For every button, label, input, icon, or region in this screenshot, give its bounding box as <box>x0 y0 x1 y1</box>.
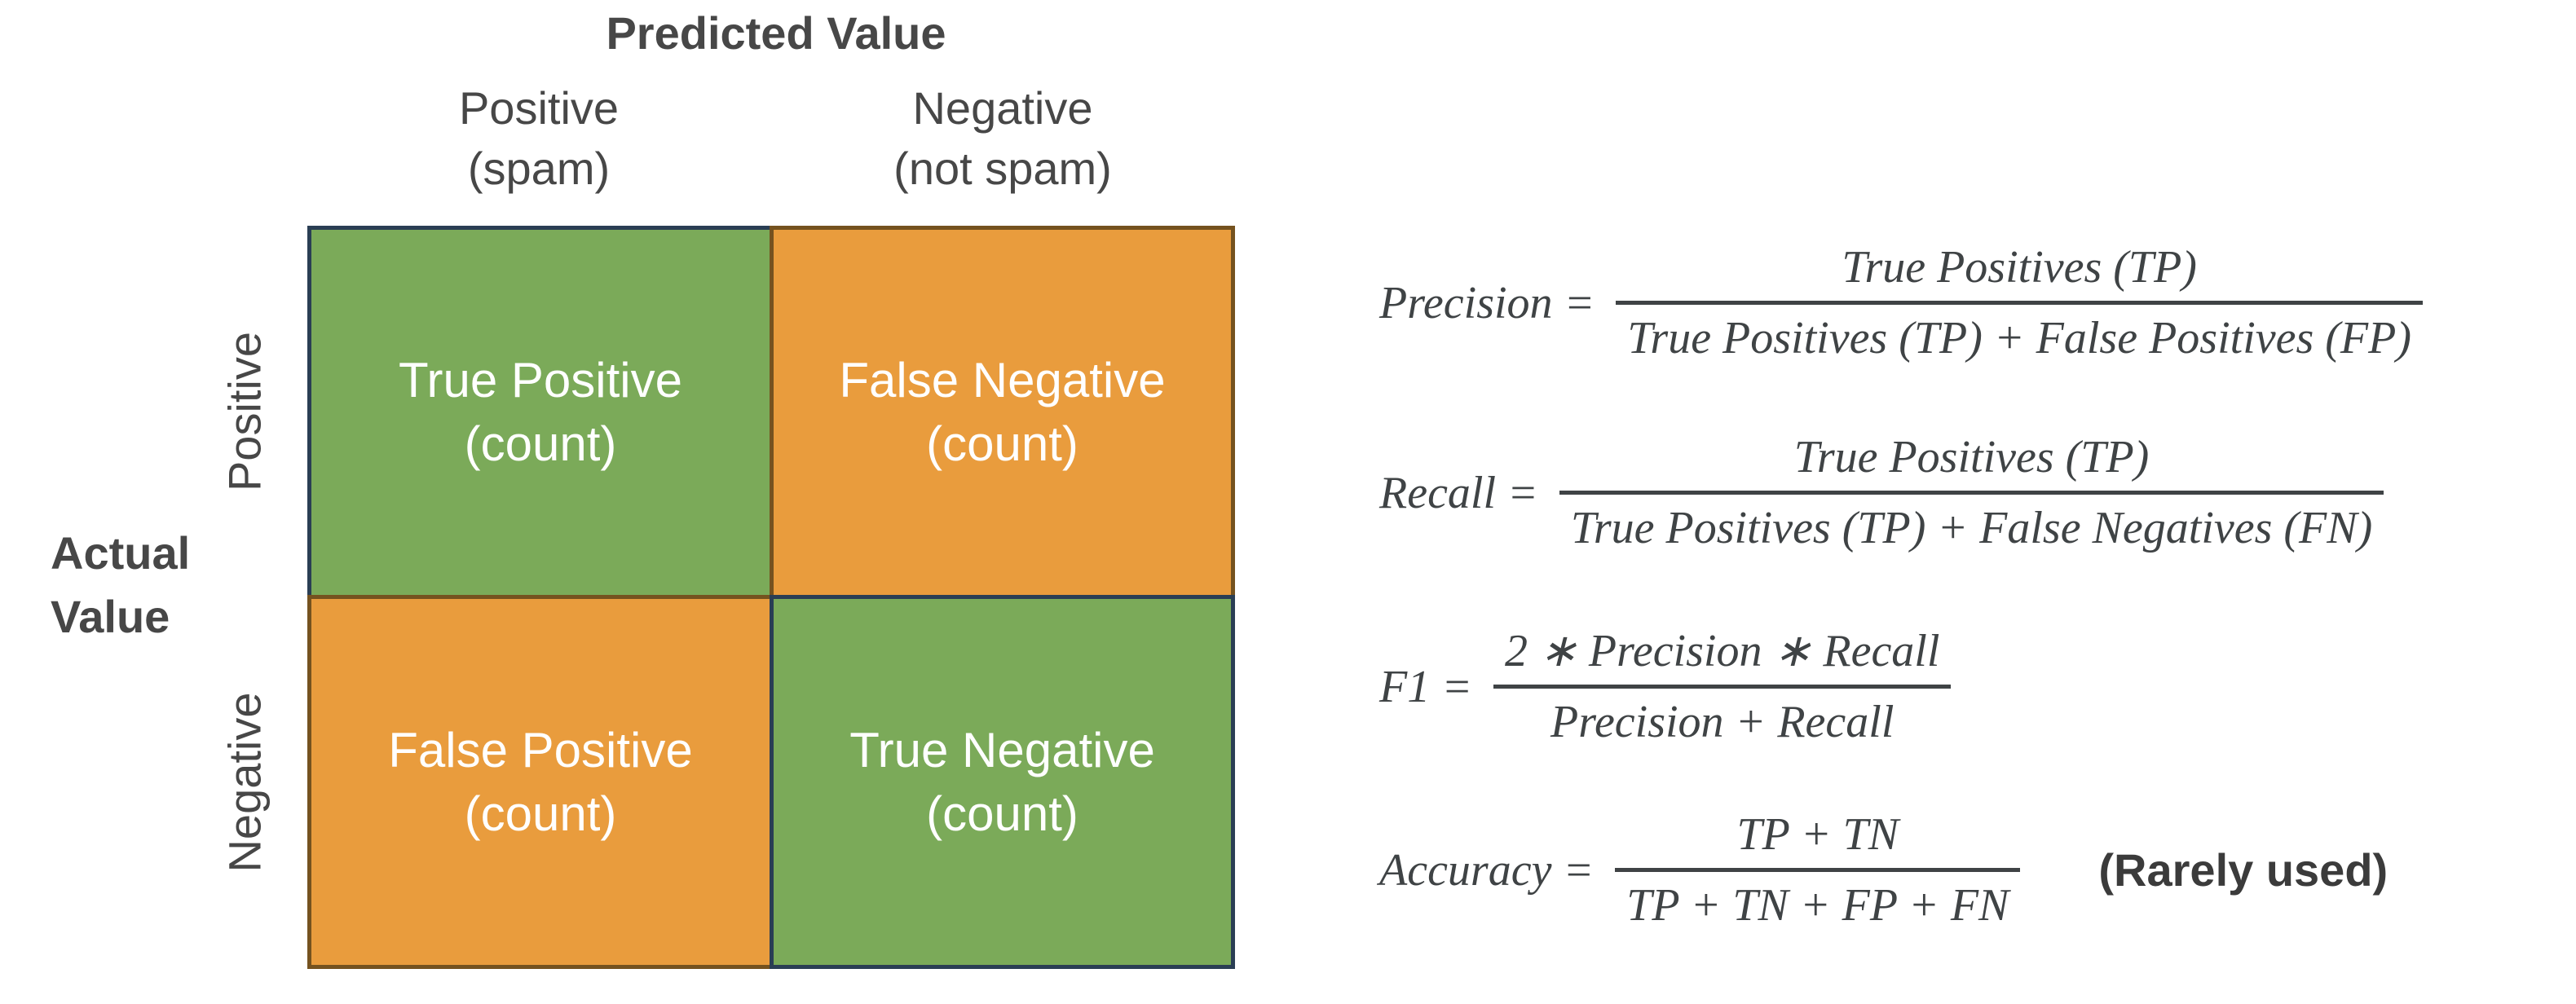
formula-accuracy: Accuracy = TP + TN TP + TN + FP + FN (Ra… <box>1379 809 2388 931</box>
formula-recall-numerator: True Positives (TP) <box>1559 432 2384 495</box>
cell-false-negative: False Negative (count) <box>770 226 1235 599</box>
confusion-matrix-grid: True Positive (count) False Negative (co… <box>307 226 1235 969</box>
formula-recall: Recall = True Positives (TP) True Positi… <box>1379 432 2384 553</box>
column-label-negative: Negative (not spam) <box>840 78 1166 199</box>
cell-false-negative-line2: (count) <box>926 416 1078 471</box>
actual-value-header: Actual Value <box>51 522 190 649</box>
formula-accuracy-label: Accuracy = <box>1379 844 1595 896</box>
cell-false-negative-line1: False Negative <box>839 353 1166 407</box>
formula-recall-label: Recall = <box>1379 467 1538 518</box>
formula-accuracy-denominator: TP + TN + FP + FN <box>1626 880 2009 931</box>
cell-true-positive-line1: True Positive <box>399 353 682 407</box>
formula-precision: Precision = True Positives (TP) True Pos… <box>1379 242 2423 363</box>
formula-f1-numerator: 2 ∗ Precision ∗ Recall <box>1493 626 1952 689</box>
actual-value-line1: Actual <box>51 527 191 579</box>
formula-f1-label: F1 = <box>1379 661 1472 712</box>
formula-f1-denominator: Precision + Recall <box>1550 697 1895 747</box>
formula-precision-numerator: True Positives (TP) <box>1616 242 2423 305</box>
cell-false-positive: False Positive (count) <box>307 595 774 969</box>
cell-true-negative-line2: (count) <box>926 786 1078 841</box>
column-label-positive-line2: (spam) <box>467 143 611 194</box>
column-label-positive: Positive (spam) <box>376 78 702 199</box>
cell-true-negative: True Negative (count) <box>770 595 1235 969</box>
column-label-positive-line1: Positive <box>458 82 620 134</box>
formula-precision-label: Precision = <box>1379 277 1595 328</box>
formula-precision-fraction: True Positives (TP) True Positives (TP) … <box>1616 242 2423 363</box>
formula-precision-denominator: True Positives (TP) + False Positives (F… <box>1627 313 2411 363</box>
column-label-negative-line2: (not spam) <box>893 143 1112 194</box>
formula-recall-fraction: True Positives (TP) True Positives (TP) … <box>1559 432 2384 553</box>
row-label-negative: Negative <box>218 692 271 873</box>
cell-false-positive-line1: False Positive <box>388 722 693 777</box>
formula-accuracy-fraction: TP + TN TP + TN + FP + FN <box>1615 809 2021 931</box>
formula-accuracy-note: (Rarely used) <box>2098 843 2389 896</box>
formula-accuracy-numerator: TP + TN <box>1615 809 2021 872</box>
cell-true-positive-line2: (count) <box>464 416 617 471</box>
predicted-value-header: Predicted Value <box>606 7 946 59</box>
cell-true-negative-line1: True Negative <box>849 722 1155 777</box>
formula-f1: F1 = 2 ∗ Precision ∗ Recall Precision + … <box>1379 626 1952 747</box>
column-label-negative-line1: Negative <box>912 82 1093 134</box>
row-label-positive: Positive <box>218 331 271 492</box>
cell-true-positive: True Positive (count) <box>307 226 774 599</box>
formula-f1-fraction: 2 ∗ Precision ∗ Recall Precision + Recal… <box>1493 626 1952 747</box>
actual-value-line2: Value <box>51 591 170 642</box>
formula-recall-denominator: True Positives (TP) + False Negatives (F… <box>1570 503 2373 553</box>
cell-false-positive-line2: (count) <box>464 786 617 841</box>
